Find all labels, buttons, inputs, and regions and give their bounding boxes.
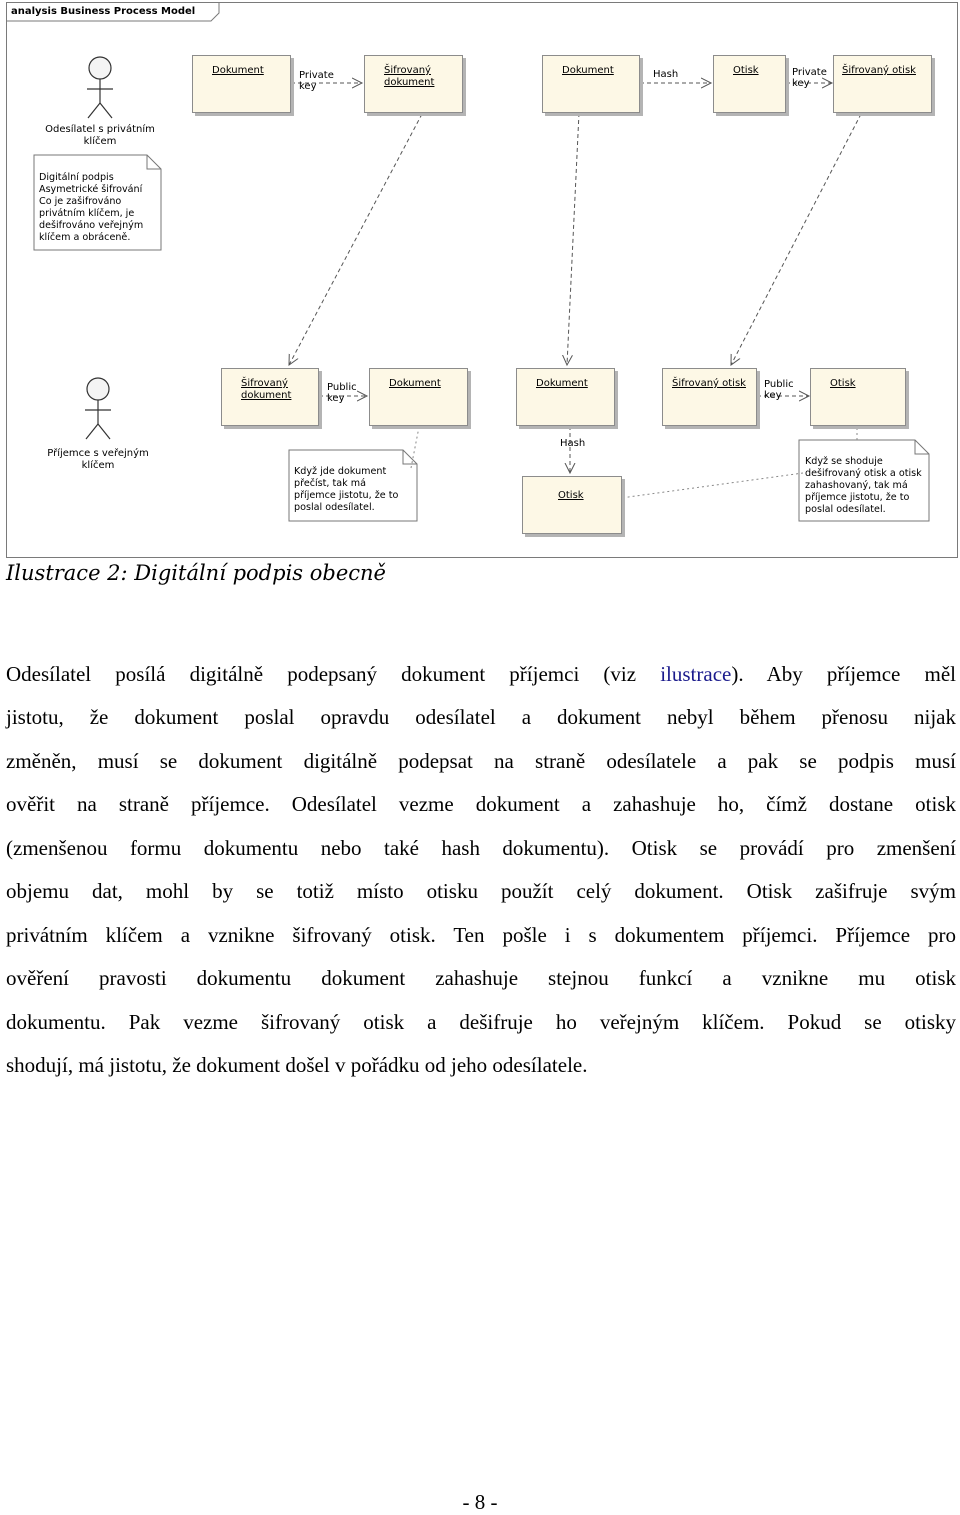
top-document-box: Dokument (192, 55, 291, 113)
note-shapes (33, 154, 930, 522)
hash-label-bottom: Hash (560, 438, 586, 449)
bottom-row-flows (319, 396, 809, 473)
frame-tab-shape (7, 3, 220, 22)
paragraph-line-10: shodují, má jistotu, že dokument došel v… (6, 1053, 588, 1077)
receiver-actor-icon (85, 377, 111, 440)
top-encrypted-hash-box: Šifrovaný otisk (833, 55, 932, 113)
bottom-hash-box: Otisk (810, 368, 906, 426)
sender-actor-icon (87, 56, 113, 119)
paragraph-line-5: (zmenšenou formu dokumentu nebo také has… (6, 836, 956, 860)
private-key-label-1: Private key (299, 70, 334, 92)
document-check-note: Když jde dokument přečíst, tak má příjem… (294, 466, 399, 514)
paragraph-line-9: dokumentu. Pak vezme šifrovaný otisk a d… (6, 1010, 956, 1034)
bottom-encrypted-document-box: Šifrovaný dokument (221, 368, 319, 426)
uml-diagram: analysis Business Process Model Odesílat… (6, 2, 958, 558)
paragraph-line-1: Odesílatel posílá digitálně podepsaný do… (6, 662, 956, 686)
public-key-label-1: Public key (327, 382, 357, 404)
figure-caption: Ilustrace 2: Digitální podpis obecně (6, 561, 386, 585)
paragraph-line-3: změněn, musí se dokument digitálně podep… (6, 749, 956, 773)
top-encrypted-document-box: Šifrovaný dokument (364, 55, 463, 113)
note-anchors (410, 426, 858, 499)
paragraph-line-6: objemu dat, mohl by se totiž místo otisk… (6, 879, 956, 903)
top-hash-box: Otisk (713, 55, 786, 113)
public-key-label-2: Public key (764, 379, 794, 401)
paragraph-line-4: ověřit na straně příjemce. Odesílatel ve… (6, 792, 956, 816)
bottom-hash-computed-box: Otisk (522, 476, 622, 534)
hash-check-note: Když se shoduje dešifrovaný otisk a otis… (805, 456, 922, 516)
bottom-encrypted-hash-box: Šifrovaný otisk (662, 368, 757, 426)
top-document-2-box: Dokument (542, 55, 640, 113)
paragraph-line-8: ověření pravosti dokumentu dokument zaha… (6, 966, 956, 990)
transfer-flows (289, 112, 862, 365)
bottom-document-box: Dokument (369, 368, 468, 426)
sender-actor-label: Odesílatel s privátním klíčem (45, 124, 155, 147)
hash-label-top: Hash (653, 69, 679, 80)
bottom-document-2-box: Dokument (516, 368, 615, 426)
paragraph-line-2: jistotu, že dokument poslal opravdu odes… (6, 705, 956, 729)
receiver-actor-label: Příjemce s veřejným klíčem (47, 448, 149, 471)
private-key-label-2: Private key (792, 67, 827, 89)
diagram-frame-title: analysis Business Process Model (11, 6, 196, 17)
sender-note: Digitální podpis Asymetrické šifrování C… (39, 172, 144, 244)
paragraph-line-7: privátním klíčem a vznikne šifrovaný oti… (6, 923, 956, 947)
page-number: - 8 - (462, 1490, 498, 1514)
illustration-link[interactable]: ilustrace (660, 662, 732, 686)
diagram-graphics (7, 3, 930, 522)
